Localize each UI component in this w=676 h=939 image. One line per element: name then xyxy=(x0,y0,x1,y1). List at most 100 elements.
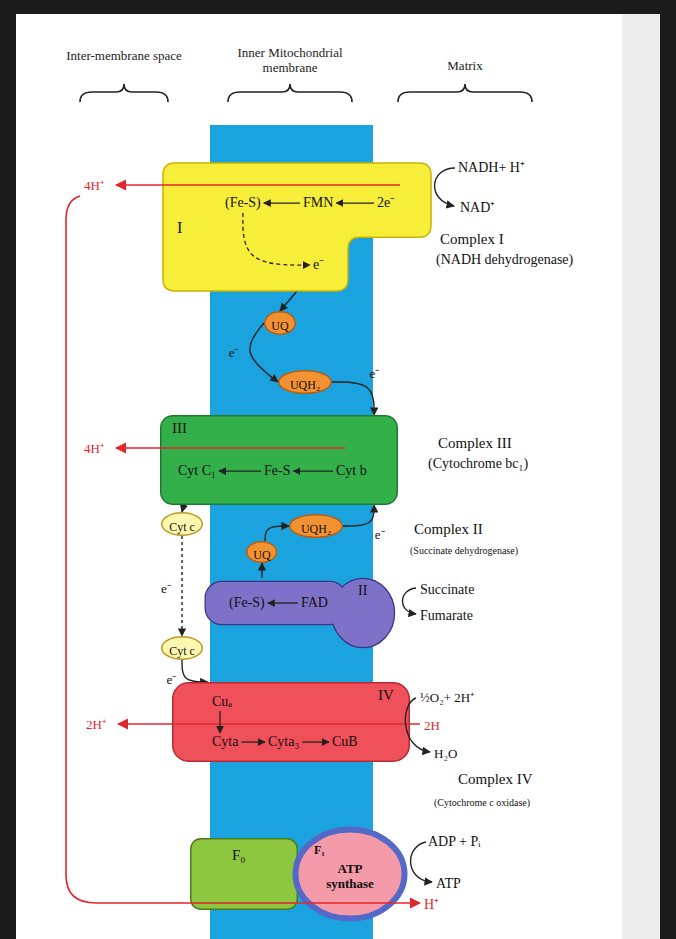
complex-subtitle: (Cytochrome bc₁) xyxy=(428,456,528,472)
proton-label: 2H xyxy=(424,719,440,734)
product-label: ATP xyxy=(436,876,461,892)
substrate-label: NADH+ H⁺ xyxy=(458,160,525,176)
region-heading: Inner Mitochondrial membrane xyxy=(215,46,365,76)
internal-electron-arrow xyxy=(293,470,333,471)
complex-name: Complex II xyxy=(414,521,483,538)
cytochrome-c-oval: Cyt c xyxy=(161,636,203,660)
node-text: Cyt b xyxy=(336,463,367,479)
node-text: UQH₂ xyxy=(301,523,331,537)
node-text: UQH₂ xyxy=(290,379,320,393)
internal-electron-arrow xyxy=(268,602,298,603)
complex-iv-box: IV CuₐCyta Cyta₃ CuB xyxy=(172,682,410,762)
brace xyxy=(80,84,168,102)
node-text: II xyxy=(358,583,367,599)
substrate-arrow xyxy=(435,168,455,206)
complex-subtitle: (Succinate dehydrogenase) xyxy=(410,545,518,557)
node-text: FMN xyxy=(303,195,333,211)
cytochrome-c-oval: Cyt c xyxy=(161,512,203,536)
complex-name: Complex IV xyxy=(458,771,533,788)
substrate-arrow xyxy=(403,588,417,614)
node-text: e⁻ xyxy=(313,257,324,273)
node-text: CuB xyxy=(332,734,358,750)
complex-i-box: I (Fe-S) FMN 2e⁻ e⁻ xyxy=(163,163,431,291)
proton-label: 2H⁺ xyxy=(86,718,106,733)
node-text: 2e⁻ xyxy=(377,195,395,211)
electron-flow-arrow xyxy=(182,660,208,682)
side-strip xyxy=(622,14,660,939)
electron-label: e⁻ xyxy=(369,367,379,382)
product-label: NAD⁺ xyxy=(460,200,495,216)
internal-electron-arrow xyxy=(243,213,310,265)
region-heading: Inter-membrane space xyxy=(66,49,182,64)
complex-subtitle: (Cytochrome c oxidase) xyxy=(434,797,530,809)
region-heading: Matrix xyxy=(447,59,482,74)
electron-label: e⁻ xyxy=(229,346,239,361)
node-outline xyxy=(163,163,431,291)
complex-subtitle: (NADH dehydrogenase) xyxy=(436,252,573,268)
f0-subunit-box: F₀ xyxy=(190,838,298,910)
brace xyxy=(398,84,532,102)
internal-electron-arrow xyxy=(219,711,220,733)
node-text: FAD xyxy=(301,595,328,611)
electron-label: e⁻ xyxy=(375,528,385,543)
internal-electron-arrow xyxy=(219,470,261,471)
proton-arrow xyxy=(116,447,345,449)
internal-electron-arrow xyxy=(241,741,265,742)
internal-electron-arrow xyxy=(264,202,300,203)
node-text: F₀ xyxy=(232,847,246,864)
product-label: H₂O xyxy=(434,747,457,762)
complex-iii-box: III Cyt C₁ Fe-S Cyt b xyxy=(160,415,398,505)
proton-arrows xyxy=(66,185,420,903)
electron-flow-arrow xyxy=(332,382,374,415)
electron-flow-arrow xyxy=(181,536,182,636)
node-text: IV xyxy=(378,687,394,704)
node-text: Cyt C₁ xyxy=(178,463,216,479)
node-outline xyxy=(172,682,410,762)
node-text: UQ xyxy=(271,320,288,334)
braces xyxy=(80,84,532,102)
electron-flow-arrow xyxy=(265,526,289,541)
node-text: Cyt c xyxy=(169,645,195,659)
node-text: Cyt c xyxy=(169,521,195,535)
node-text: Cyta xyxy=(212,734,238,750)
node-text: I xyxy=(177,219,182,237)
node-text: ATP synthase xyxy=(316,862,384,892)
proton-label: 4H⁺ xyxy=(84,179,104,194)
internal-electron-arrow xyxy=(302,741,329,742)
internal-electron-arrow xyxy=(336,202,374,203)
atp-synthase-f1-oval: F₁ ATP synthase xyxy=(292,826,408,922)
electron-flow-arrow xyxy=(182,505,184,512)
proton-arrow xyxy=(118,723,420,725)
node-text: Fe-S xyxy=(264,463,290,479)
substrate-label: ADP + Pᵢ xyxy=(428,834,480,850)
electron-flow-arrow xyxy=(343,505,374,526)
node-text: Cyta₃ xyxy=(268,734,299,750)
complex-name: Complex I xyxy=(440,231,504,248)
substrate-label: ½O₂+ 2H⁺ xyxy=(420,691,474,706)
node-text: F₁ xyxy=(314,844,325,858)
electron-label: e⁻ xyxy=(161,582,171,597)
ubiquinone-oval: UQ xyxy=(246,541,277,563)
ubiquinol-oval: UQH₂ xyxy=(278,370,332,394)
ubiquinol-oval: UQH₂ xyxy=(289,514,343,538)
proton-label: 4H⁺ xyxy=(84,442,104,457)
node-text: (Fe-S) xyxy=(229,595,265,611)
node-text: (Fe-S) xyxy=(225,195,261,211)
proton-label: H⁺ xyxy=(424,897,439,913)
complex-ii-shape: II (Fe-S) FAD xyxy=(205,578,395,648)
panel xyxy=(16,14,622,939)
brace xyxy=(228,84,352,102)
electron-flow-arrow xyxy=(280,291,297,311)
substrate-label: Succinate xyxy=(420,582,474,598)
node-text: III xyxy=(172,420,187,437)
complex-name: Complex III xyxy=(438,435,512,452)
product-label: Fumarate xyxy=(420,608,473,624)
proton-return-line xyxy=(66,196,420,903)
internal-arrows xyxy=(219,203,374,742)
node-text: UQ xyxy=(253,549,270,563)
node-text: Cuₐ xyxy=(212,694,232,710)
ubiquinone-oval: UQ xyxy=(264,311,296,335)
node-outline xyxy=(160,415,398,505)
electron-flow-arrow xyxy=(261,563,262,578)
electron-label: e⁻ xyxy=(166,673,176,688)
